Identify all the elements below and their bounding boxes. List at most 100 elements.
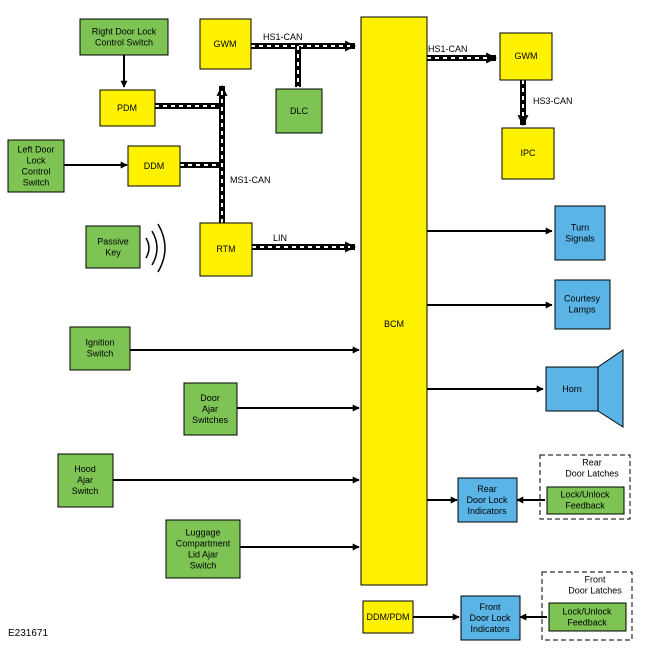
block-label-line: Rear <box>582 458 602 468</box>
block-label-line: Switch <box>87 349 114 359</box>
block-label-line: Door Lock <box>466 495 508 505</box>
block-label-line: Lock/Unlock <box>560 490 610 500</box>
block-label-line: Switch <box>72 486 99 496</box>
block-rtm: RTM <box>199 222 253 277</box>
block-label-line: Door <box>200 393 220 403</box>
block-ipc: IPC <box>501 127 555 180</box>
block-label-line: Door Lock <box>469 613 511 623</box>
block-label: IPC <box>520 148 536 158</box>
block-label-line: Switch <box>190 561 217 571</box>
block-pdm: PDM <box>99 89 156 127</box>
block-label-line: Control Switch <box>95 38 153 48</box>
label-lin: LIN <box>273 233 287 243</box>
block-label: BCM <box>384 319 404 329</box>
bus-lines <box>155 40 529 253</box>
block-label-line: DDM <box>144 161 165 171</box>
block-label-line: Turn <box>571 223 589 233</box>
block-label-line: Lamps <box>568 305 596 315</box>
block-label: DDM/PDM <box>367 612 410 622</box>
block-label-line: Horn <box>562 384 582 394</box>
block-label-line: Rear <box>477 484 497 494</box>
block-label-line: Hood <box>74 464 96 474</box>
block-label-line: DLC <box>290 106 309 116</box>
block-label-line: Passive <box>97 237 129 247</box>
block-label-line: Door Latches <box>565 469 619 479</box>
block-label-line: Signals <box>565 234 595 244</box>
block-label-line: Indicators <box>467 506 507 516</box>
block-ddm-pdm: DDM/PDM <box>362 600 414 634</box>
block-label: GWM <box>515 51 538 61</box>
block-label: GWM <box>214 39 237 49</box>
block-gwm-right: GWM <box>499 32 553 81</box>
block-label-line: RTM <box>216 244 235 254</box>
block-label-line: PDM <box>117 103 137 113</box>
block-dlc: DLC <box>275 88 323 134</box>
label-hs3-can: HS3-CAN <box>533 96 573 106</box>
block-label-line: Left Door <box>17 145 54 155</box>
block-label-line: Switch <box>23 178 50 188</box>
block-label-line: GWM <box>515 51 538 61</box>
block-bcm: BCM <box>360 16 428 586</box>
block-label-line: Feedback <box>567 618 607 628</box>
block-label-line: Door Latches <box>568 586 622 596</box>
block-label: PDM <box>117 103 137 113</box>
block-label-line: Ignition <box>85 338 114 348</box>
block-gwm-left: GWM <box>199 18 252 70</box>
block-label-line: Lid Ajar <box>188 550 218 560</box>
block-label-line: Key <box>105 248 121 258</box>
block-label: DDM <box>144 161 165 171</box>
block-label-line: Lock <box>26 156 46 166</box>
block-label: RTM <box>216 244 235 254</box>
label-ms1-can: MS1-CAN <box>230 175 271 185</box>
block-label-line: Front <box>479 602 501 612</box>
block-label-line: Switches <box>192 415 229 425</box>
figure-id: E231671 <box>8 628 49 639</box>
label-hs1-can-right: HS1-CAN <box>428 44 468 54</box>
label-hs1-can-left: HS1-CAN <box>263 32 303 42</box>
block-label-line: Lock/Unlock <box>562 607 612 617</box>
block-label-line: BCM <box>384 319 404 329</box>
block-label-line: Compartment <box>176 539 231 549</box>
block-label: DLC <box>290 106 309 116</box>
block-label-line: GWM <box>214 39 237 49</box>
block-label-line: Ajar <box>77 475 93 485</box>
block-label-line: Right Door Lock <box>92 27 157 37</box>
block-label-line: Ajar <box>202 404 218 414</box>
block-label-line: Indicators <box>470 624 510 634</box>
wire-lines <box>64 55 553 621</box>
block-label-line: Courtesy <box>564 294 601 304</box>
block-label-line: Control <box>21 167 50 177</box>
block-label-line: DDM/PDM <box>367 612 410 622</box>
block-ddm: DDM <box>127 145 181 187</box>
block-label-line: Front <box>584 575 606 585</box>
block-label-line: Feedback <box>565 501 605 511</box>
block-label-line: IPC <box>520 148 536 158</box>
